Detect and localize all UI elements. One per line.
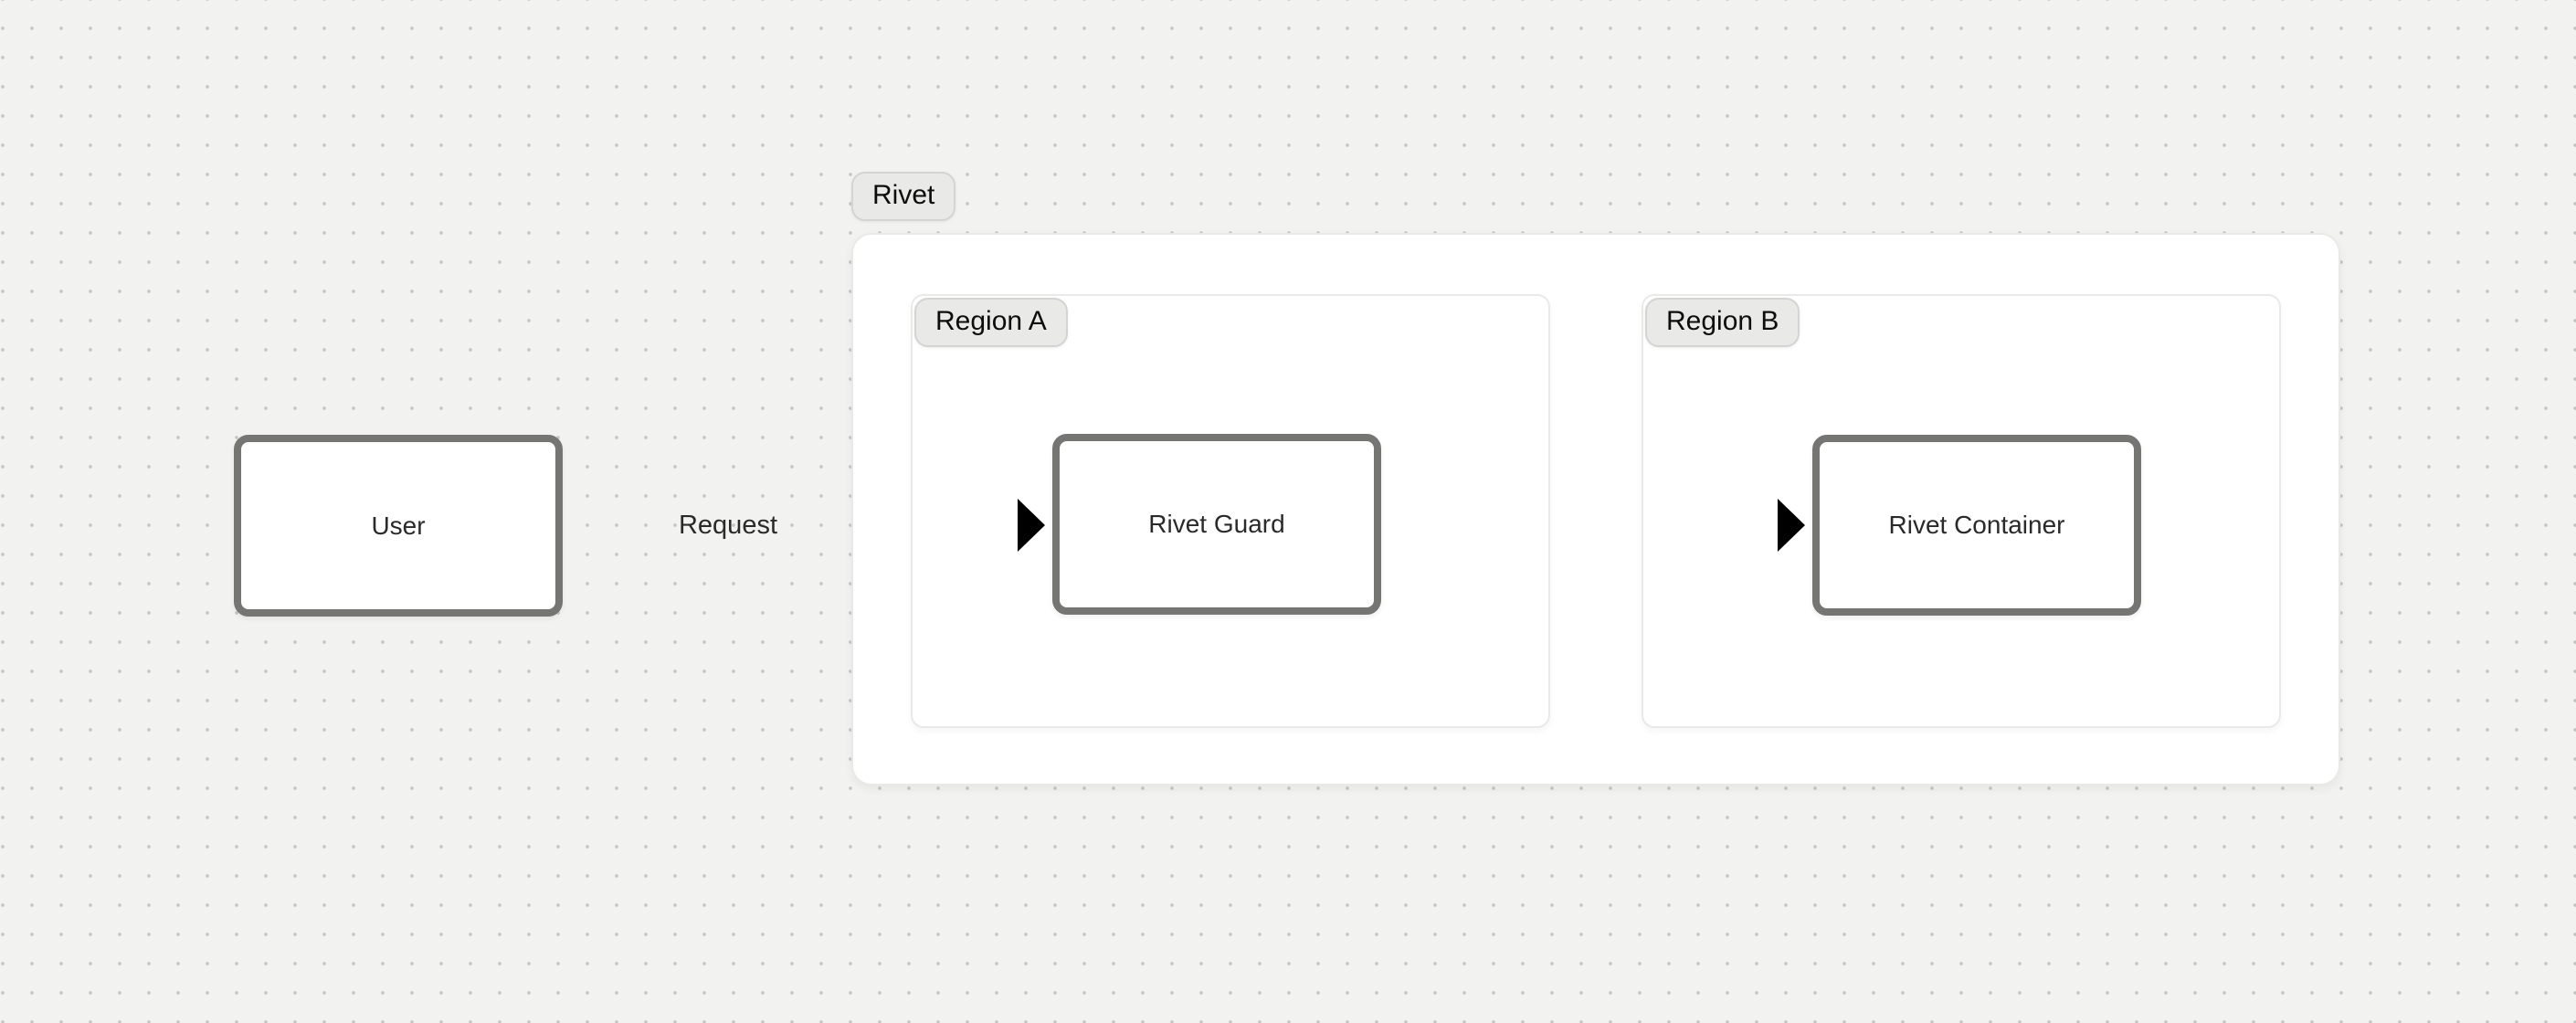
edge-guard-to-container — [1778, 499, 1805, 552]
edge-arrowhead-icon — [1018, 499, 1045, 552]
region-a-label: Region A — [914, 298, 1068, 347]
edge-user-to-guard — [1018, 499, 1045, 552]
region-b-label: Region B — [1645, 298, 1800, 347]
node-rivet-container: Rivet Container — [1812, 435, 2141, 616]
node-user: User — [234, 435, 563, 617]
edge-label-request: Request — [678, 511, 777, 540]
edge-arrowhead-icon — [1778, 499, 1805, 552]
group-rivet-label: Rivet — [851, 172, 956, 221]
node-rivet-guard: Rivet Guard — [1052, 434, 1381, 615]
